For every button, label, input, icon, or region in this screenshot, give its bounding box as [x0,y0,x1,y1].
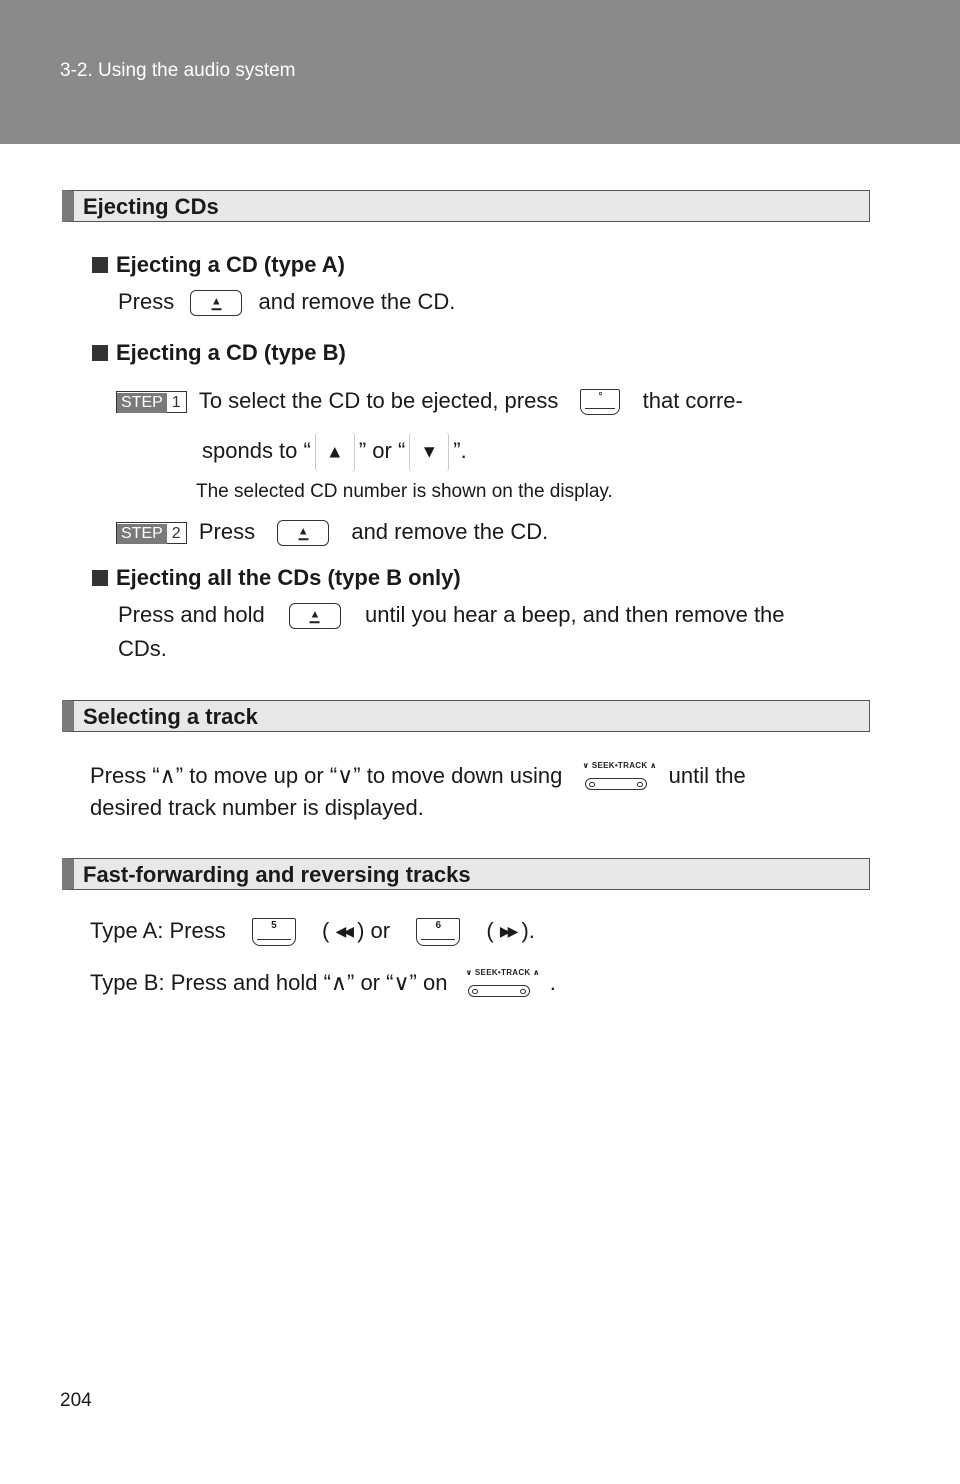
section-title: 3-2. Using the audio system [60,60,296,81]
section-heading-ejecting: Ejecting CDs [62,190,870,222]
square-bullet-icon [92,257,108,273]
square-bullet-icon [92,345,108,361]
eject-button-icon: ▲ [277,520,330,547]
preset-5-button-icon: 5 [251,918,296,947]
subheading-type-b: Ejecting a CD (type B) [92,340,346,366]
down-triangle-icon: ▼ [409,432,450,472]
section-heading-text: Ejecting CDs [83,194,219,219]
eject-button-icon: ▲ [288,603,341,630]
eject-button-icon: ▲ [190,290,243,317]
subheading-type-a: Ejecting a CD (type A) [92,252,345,278]
page-number: 204 [60,1390,92,1411]
subheading-all-cds: Ejecting all the CDs (type B only) [92,565,461,591]
seek-track-button-icon: ∨ SEEK•TRACK ∧ [583,760,656,794]
ffrev-type-b: Type B: Press and hold “∧” or “∨” on ∨ S… [90,967,556,1001]
type-a-instruction: Press ▲ and remove the CD. [118,289,455,317]
select-line2: desired track number is displayed. [90,795,424,820]
fast-forward-icon: ▶▶ [499,923,518,939]
select-line1: Press “∧” to move up or “∨” to move down… [90,760,746,794]
step1-note: The selected CD number is shown on the d… [196,481,613,502]
preset-button-icon: ° [580,389,621,416]
section-heading-text: Selecting a track [83,704,258,729]
step1-line2: sponds to “▲” or “▼”. [202,432,467,472]
section-heading-text: Fast-forwarding and reversing tracks [83,862,471,887]
preset-6-button-icon: 6 [416,918,461,947]
rewind-icon: ◀◀ [335,923,353,939]
page-header: 3-2. Using the audio system [0,0,960,144]
all-cds-instruction-cont: CDs. [118,636,167,661]
section-heading-selecting: Selecting a track [62,700,870,732]
section-heading-ffrev: Fast-forwarding and reversing tracks [62,858,870,890]
ffrev-type-a: Type A: Press 5 ( ◀◀ ) or 6 ( ▶▶ ). [90,918,535,947]
all-cds-instruction: Press and hold ▲ until you hear a beep, … [118,602,785,630]
seek-track-button-icon: ∨ SEEK•TRACK ∧ [466,967,540,1001]
square-bullet-icon [92,570,108,586]
up-triangle-icon: ▲ [314,432,355,472]
